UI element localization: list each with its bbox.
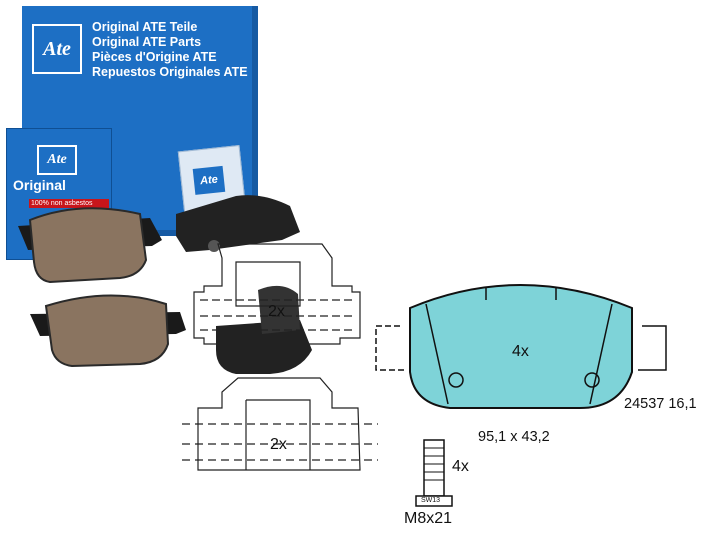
bolt-spec-label: M8x21 <box>404 510 453 527</box>
bolt-drawing <box>415 439 453 507</box>
box-line-en: Original ATE Parts <box>92 35 202 49</box>
box-line-fr: Pièces d'Origine ATE <box>92 50 217 64</box>
ate-logo: Ate <box>32 24 82 74</box>
asbestos-note: 100% non asbestos <box>29 199 109 208</box>
bolt-wrench-label: SW13 <box>421 497 441 504</box>
box-line-es: Repuestos Originales ATE <box>92 65 248 79</box>
pad-count-label: 4x <box>512 343 529 360</box>
clip-drawing-bottom <box>182 377 378 471</box>
small-ate-logo: Ate <box>37 145 77 175</box>
clip-top-count-label: 2x <box>268 303 285 320</box>
part-code-label: 24537 16,1 <box>624 396 697 412</box>
brake-pad-drawing <box>375 284 667 409</box>
brake-pad-backplate-1 <box>176 195 300 252</box>
box-line-de: Original ATE Teile <box>92 20 198 34</box>
brake-pad-photo-2 <box>30 294 186 368</box>
small-box-title: Original <box>13 177 66 193</box>
clip-bottom-count-label: 2x <box>270 436 287 453</box>
bolt-count-label: 4x <box>452 458 469 475</box>
box-text: Original ATE Teile Original ATE Parts Pi… <box>92 20 248 80</box>
brake-pad-photo-1 <box>18 207 162 284</box>
pad-dimensions-label: 95,1 x 43,2 <box>478 429 550 445</box>
brake-pad-backplate-2 <box>216 285 312 374</box>
clip-drawing-top <box>193 243 361 345</box>
